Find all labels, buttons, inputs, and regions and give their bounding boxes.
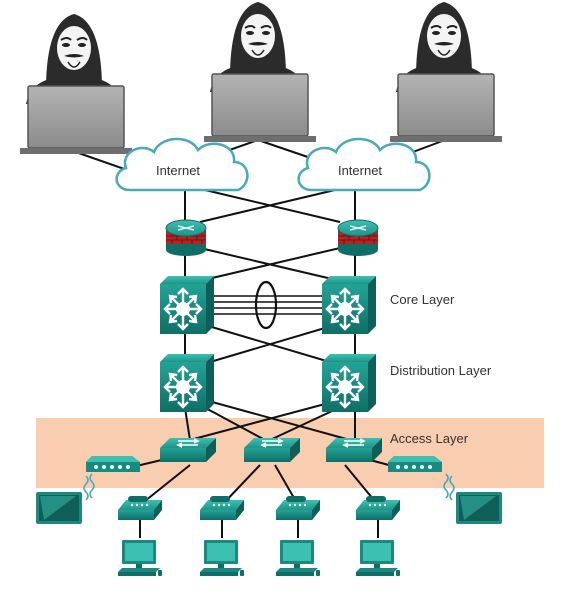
- pc-icon: [118, 540, 162, 576]
- access-switch-1: [160, 438, 216, 462]
- switch-icon: [160, 438, 216, 462]
- wireless-access-point-icon: [388, 456, 442, 472]
- pc-3: [276, 540, 320, 576]
- core-switch-right: [322, 276, 376, 334]
- distribution-switch-left: [160, 354, 214, 412]
- cloud-internet-left: Internet: [115, 137, 249, 192]
- multilayer-switch-icon: [160, 354, 214, 412]
- ip-phone-4: [356, 496, 400, 520]
- multilayer-switch-icon: [322, 276, 376, 334]
- cloud-label: Internet: [338, 163, 382, 178]
- ip-phone-1: [118, 496, 162, 520]
- hacker-with-laptop-1: [20, 14, 132, 154]
- distribution-switch-right: [322, 354, 376, 412]
- pc-1: [118, 540, 162, 576]
- ip-phone-3: [276, 496, 320, 520]
- laptop-icon: [204, 73, 316, 142]
- access-layer-label: Access Layer: [390, 431, 469, 446]
- pc-icon: [200, 540, 244, 576]
- tv-monitor-left: [36, 492, 82, 524]
- access-switch-2: [244, 438, 300, 462]
- cloud-internet-right: Internet: [297, 137, 431, 192]
- cloud-icon: [297, 137, 431, 192]
- cloud-label: Internet: [156, 163, 200, 178]
- core-switch-left: [160, 276, 214, 334]
- core-layer-label: Core Layer: [390, 292, 455, 307]
- wireless-links: [83, 473, 455, 501]
- tv-monitor-right: [456, 492, 502, 524]
- ip-phone-2: [200, 496, 244, 520]
- router-firewall-icon: [337, 219, 379, 256]
- pc-2: [200, 540, 244, 576]
- wireless-access-point-icon: [86, 456, 140, 472]
- ip-phone-icon: [276, 496, 320, 520]
- multilayer-switch-icon: [322, 354, 376, 412]
- wireless-access-point-left: [86, 456, 140, 472]
- pc-4: [356, 540, 400, 576]
- cloud-icon: [115, 137, 249, 192]
- distribution-layer-label: Distribution Layer: [390, 363, 492, 378]
- multilayer-switch-icon: [160, 276, 214, 334]
- tv-monitor-icon: [36, 492, 82, 524]
- ip-phone-icon: [200, 496, 244, 520]
- router-firewall-left: [165, 219, 207, 256]
- pc-icon: [356, 540, 400, 576]
- access-switch-3: [326, 438, 382, 462]
- router-firewall-right: [337, 219, 379, 256]
- ip-phone-icon: [356, 496, 400, 520]
- ip-phone-icon: [118, 496, 162, 520]
- pc-icon: [276, 540, 320, 576]
- switch-icon: [326, 438, 382, 462]
- tv-monitor-icon: [456, 492, 502, 524]
- laptop-icon: [390, 73, 502, 142]
- hacker-with-laptop-3: [390, 2, 502, 142]
- core-etherchannel: [208, 280, 322, 330]
- wireless-access-point-right: [388, 456, 442, 472]
- router-firewall-icon: [165, 219, 207, 256]
- laptop-icon: [20, 85, 132, 154]
- hacker-with-laptop-2: [204, 2, 316, 142]
- switch-icon: [244, 438, 300, 462]
